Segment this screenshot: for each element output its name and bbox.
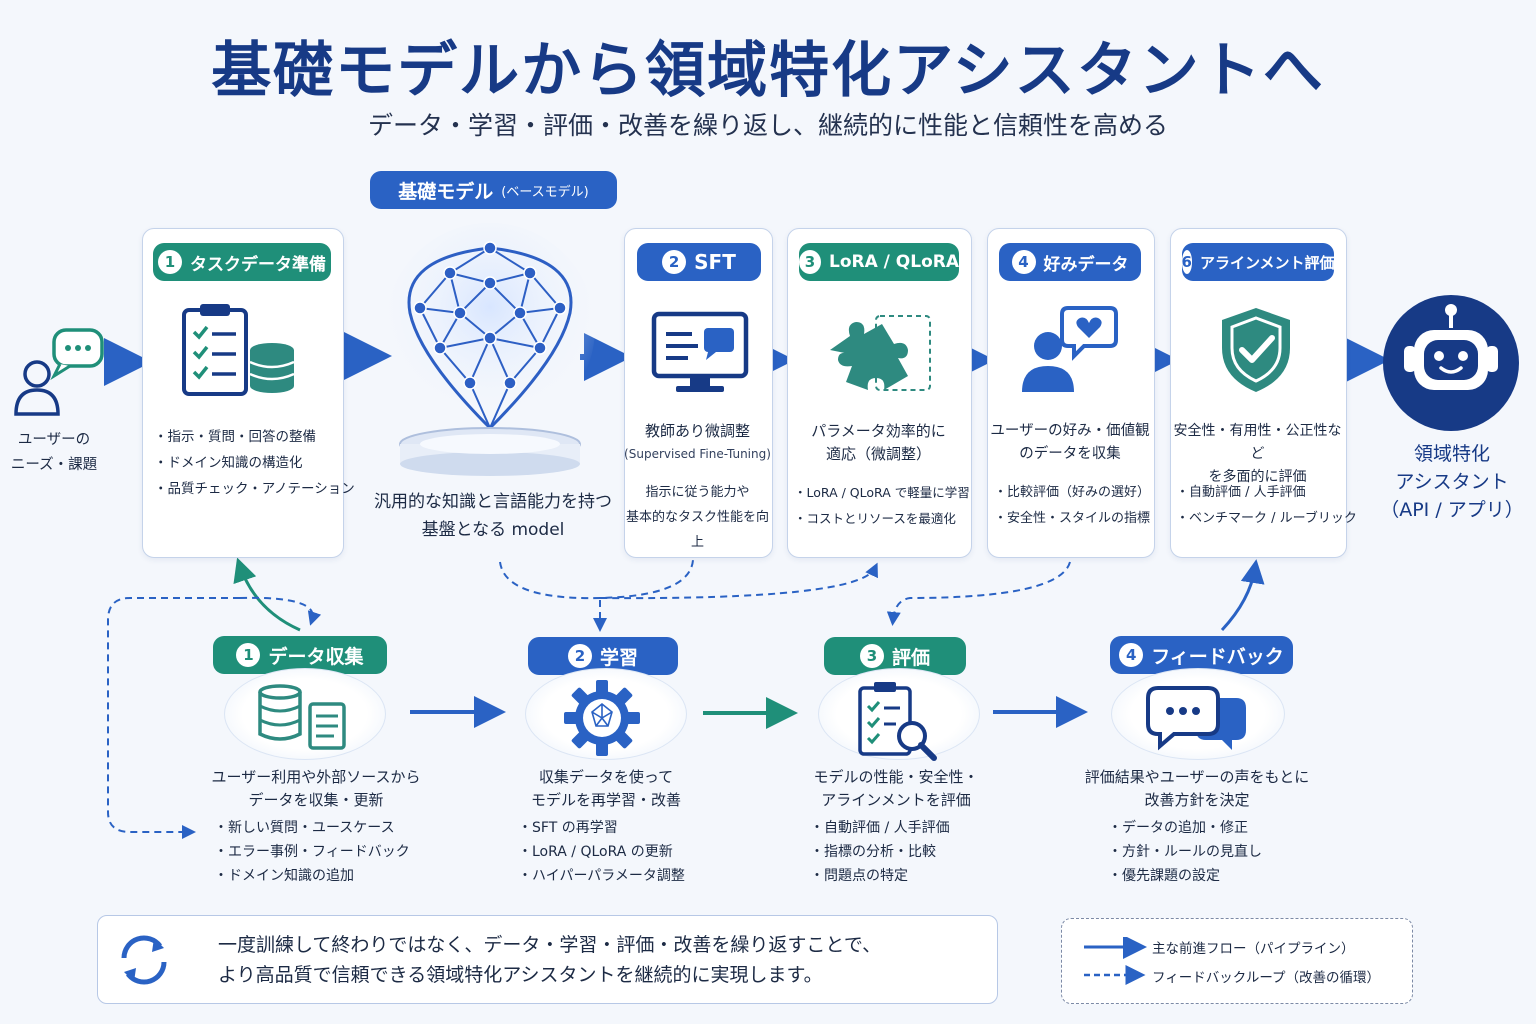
- refresh-cycle-icon: [121, 935, 167, 985]
- arrow-to-alignment: [1220, 559, 1265, 632]
- assistant-label: 領域特化 アシスタント （API / アプリ）: [1380, 443, 1524, 521]
- return-arrow-to-stage1: [233, 557, 301, 632]
- stage-desc-preference: ユーザーの好み・価値観 のデータを収集: [990, 423, 1150, 462]
- stage-list-task-data: 指示・質問・回答の整備 ドメイン知識の構造化 品質チェック・アノテーション: [154, 424, 355, 502]
- loop-list-evaluation: 自動評価 / 人手評価 指標の分析・比較 問題点の特定: [810, 816, 950, 888]
- stage-desc-lora: パラメータ効率的に 適応（微調整）: [811, 422, 946, 463]
- feedback-dashed-lines: [107, 559, 1071, 839]
- page-title: 基礎モデルから領域特化アシスタントへ: [211, 36, 1325, 106]
- monitor-chat-icon: [651, 311, 749, 392]
- chat-bubbles-icon: [1146, 686, 1246, 751]
- loop-desc-training: 収集データを使って モデルを再学習・改善: [530, 768, 681, 809]
- robot-assistant-icon: [1383, 295, 1519, 431]
- base-model-badge: 基礎モデル(ベースモデル): [370, 171, 617, 209]
- legend-solid-label: 主な前進フロー（パイプライン）: [1152, 941, 1355, 957]
- clipboard-database-icon: [182, 304, 295, 396]
- stage-desc-sft: 教師あり微調整 (Supervised Fine-Tuning): [624, 422, 771, 461]
- stage-list-alignment: 自動評価 / 人手評価 ベンチマーク / ルーブリック: [1176, 480, 1357, 532]
- base-model-description: 汎用的な知識と言語能力を持つ 基盤となる model: [374, 492, 612, 540]
- stage-list-preference: 比較評価（好みの選好） 安全性・スタイルの指標: [994, 480, 1150, 532]
- loop-desc-data-collection: ユーザー利用や外部ソースから データを収集・更新: [211, 768, 421, 809]
- stage-card-sft: [624, 228, 773, 558]
- page-subtitle: データ・学習・評価・改善を繰り返し、継続的に性能と信頼性を高める: [367, 111, 1168, 140]
- legend-line-samples: [1084, 937, 1147, 985]
- database-document-icon: [258, 684, 346, 750]
- gear-network-icon: [564, 680, 640, 756]
- loop-desc-evaluation: モデルの性能・安全性・ アラインメントを評価: [813, 768, 979, 809]
- summary-note: 一度訓練して終わりではなく、データ・学習・評価・改善を繰り返すことで、 より高品…: [97, 915, 998, 1004]
- loop-desc-feedback: 評価結果やユーザーの声をもとに 改善方針を決定: [1084, 768, 1310, 809]
- puzzle-piece-icon: [830, 315, 931, 391]
- summary-text: 一度訓練して終わりではなく、データ・学習・評価・改善を繰り返すことで、 より高品…: [218, 934, 882, 986]
- legend-dashed-label: フィードバックループ（改善の循環）: [1152, 970, 1381, 986]
- user-with-speech-icon: [14, 328, 104, 416]
- pipeline-arrows: [104, 332, 1390, 386]
- user-heart-icon: [1022, 306, 1118, 392]
- clipboard-magnifier-icon: [858, 682, 937, 761]
- shield-check-icon: [1222, 308, 1290, 392]
- loop-list-feedback: データの追加・修正 方針・ルールの見直し 優先課題の設定: [1108, 816, 1262, 888]
- loop-icon-bg-1: [224, 668, 386, 760]
- loop-list-data-collection: 新しい質問・ユースケース エラー事例・フィードバック ドメイン知識の追加: [214, 816, 410, 888]
- legend: 主な前進フロー（パイプライン） フィードバックループ（改善の循環）: [1061, 918, 1413, 1004]
- stage-detail-sft: 指示に従う能力や 基本的なタスク性能を向上: [625, 485, 769, 550]
- user-label: ユーザーの ニーズ・課題: [10, 432, 98, 473]
- neural-network-model-icon: [385, 223, 595, 476]
- loop-list-training: SFT の再学習 LoRA / QLoRA の更新 ハイパーパラメータ調整: [518, 816, 685, 888]
- stage-list-lora: LoRA / QLoRA で軽量に学習 コストとリソースを最適化: [794, 480, 970, 532]
- stage-desc-alignment: 安全性・有用性・公正性など を多面的に評価: [1173, 423, 1342, 485]
